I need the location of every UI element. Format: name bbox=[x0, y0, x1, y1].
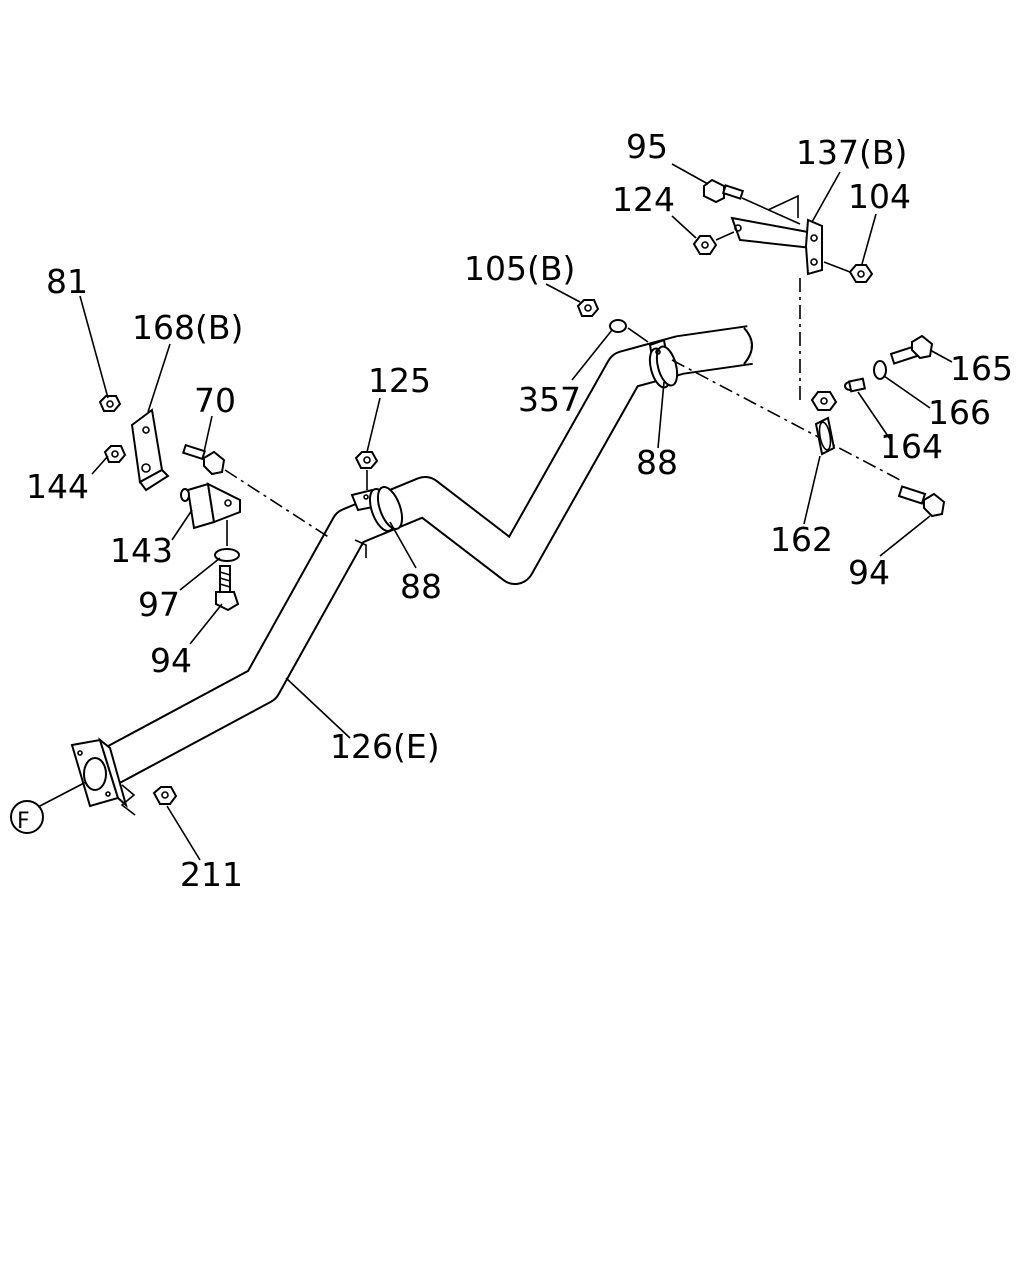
label-f: F bbox=[17, 809, 30, 834]
label-94-left: 94 bbox=[150, 641, 192, 680]
bolt-94-left bbox=[215, 565, 240, 612]
label-164: 164 bbox=[880, 427, 943, 466]
label-357: 357 bbox=[518, 380, 581, 419]
pipe-flange bbox=[70, 737, 136, 816]
label-137b: 137(B) bbox=[796, 133, 907, 172]
nut-125 bbox=[354, 451, 379, 469]
nut-81 bbox=[98, 395, 122, 412]
collar-164 bbox=[844, 377, 867, 393]
label-165: 165 bbox=[950, 349, 1013, 388]
label-105b: 105(B) bbox=[464, 249, 575, 288]
left-hanger-group bbox=[98, 395, 331, 612]
washer-166 bbox=[873, 360, 887, 380]
label-94-right: 94 bbox=[848, 553, 890, 592]
nut-144 bbox=[103, 445, 127, 463]
label-88-right: 88 bbox=[636, 443, 678, 482]
label-168b: 168(B) bbox=[132, 308, 243, 347]
label-162: 162 bbox=[770, 520, 833, 559]
nut-105b bbox=[576, 299, 600, 317]
nut-124 bbox=[692, 235, 718, 255]
right-clamp-group bbox=[576, 299, 901, 481]
right-hanger-group bbox=[810, 334, 946, 518]
callout-labels: 81 168(B) 70 144 143 97 94 125 88 126(E)… bbox=[17, 127, 1013, 894]
label-81: 81 bbox=[46, 262, 88, 301]
bolt-165 bbox=[889, 334, 934, 365]
label-124: 124 bbox=[612, 180, 675, 219]
callout-circle-f bbox=[10, 800, 44, 834]
label-70: 70 bbox=[194, 381, 236, 420]
label-97: 97 bbox=[138, 585, 180, 624]
nut-104 bbox=[848, 264, 874, 283]
washer-97 bbox=[214, 548, 240, 562]
label-143: 143 bbox=[110, 531, 173, 570]
upper-bracket-group bbox=[692, 178, 874, 400]
middle-clamp-group bbox=[350, 451, 404, 558]
hanger-rubber-162 bbox=[814, 416, 836, 456]
label-126e: 126(E) bbox=[330, 727, 440, 766]
label-125: 125 bbox=[368, 361, 431, 400]
nut-211 bbox=[152, 786, 178, 805]
bracket-nut bbox=[810, 391, 838, 411]
bolt-94-right bbox=[897, 485, 946, 518]
rubber-mount-143 bbox=[141, 463, 241, 530]
label-88-mid: 88 bbox=[400, 567, 442, 606]
bolt-95 bbox=[703, 178, 745, 204]
label-104: 104 bbox=[848, 177, 911, 216]
leader-lines bbox=[37, 163, 953, 861]
label-144: 144 bbox=[26, 467, 89, 506]
bolt-70 bbox=[181, 443, 226, 476]
label-95: 95 bbox=[626, 127, 668, 166]
label-211: 211 bbox=[180, 855, 243, 894]
label-166: 166 bbox=[928, 393, 991, 432]
washer-357 bbox=[609, 319, 627, 333]
